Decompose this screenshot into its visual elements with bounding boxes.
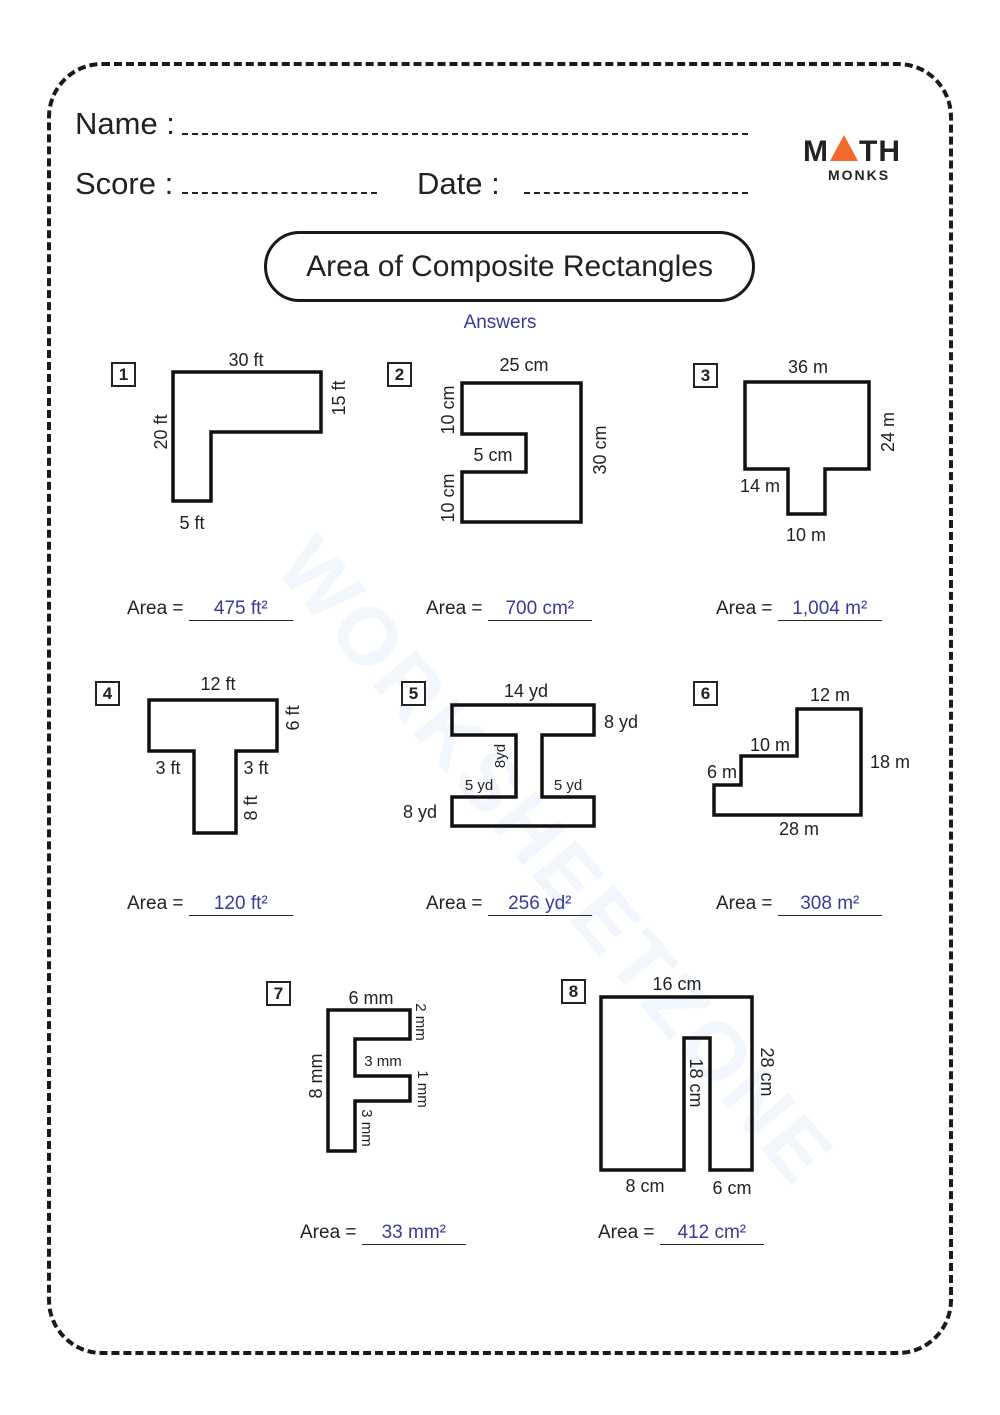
figure-1 <box>171 370 323 503</box>
dim-label: 3 mm <box>358 1109 375 1147</box>
dim-label: 30 cm <box>590 425 610 474</box>
dim-label: 14 m <box>740 476 780 496</box>
figure-2 <box>460 381 583 524</box>
logo-subtext: MONKS <box>828 167 891 183</box>
dim-label: 3 ft <box>155 758 180 778</box>
figure-4 <box>147 698 279 835</box>
dim-label: 8 cm <box>625 1176 664 1196</box>
dim-label: 10 cm <box>438 473 458 522</box>
dim-label: 18 m <box>870 752 910 772</box>
dim-label: 12 ft <box>200 674 235 694</box>
area-label: Area = <box>426 893 483 914</box>
dim-label: 5 yd <box>465 777 493 794</box>
area-label: Area = <box>716 598 773 619</box>
problem-number: 6 <box>693 681 718 706</box>
area-label: Area = <box>300 1222 357 1243</box>
name-label: Name : <box>75 106 175 141</box>
dim-label: 8 yd <box>403 802 437 822</box>
dim-label: 12 m <box>810 685 850 705</box>
area-line-3: Area = 1,004 m² <box>716 598 882 621</box>
worksheet-border <box>47 62 953 1355</box>
dim-label: 10 m <box>786 525 826 545</box>
dim-label: 3 ft <box>243 758 268 778</box>
area-line-1: Area = 475 ft² <box>127 598 293 621</box>
answer-1[interactable]: 475 ft² <box>188 598 293 621</box>
dim-label: 6 cm <box>712 1178 751 1198</box>
dim-label: 5 ft <box>179 513 204 533</box>
name-field[interactable] <box>182 133 748 135</box>
area-line-5: Area = 256 yd² <box>426 893 592 916</box>
area-label: Area = <box>426 598 483 619</box>
date-label: Date : <box>417 166 500 201</box>
dim-label: 28 m <box>779 819 819 839</box>
problem-number: 2 <box>387 362 412 387</box>
area-label: Area = <box>598 1222 655 1243</box>
area-line-4: Area = 120 ft² <box>127 893 293 916</box>
dim-label: 6 m <box>707 762 737 782</box>
problem-number: 5 <box>401 681 426 706</box>
figure-6 <box>712 707 863 817</box>
dim-label: 5 yd <box>554 777 582 794</box>
dim-label: 30 ft <box>228 350 263 370</box>
answer-7[interactable]: 33 mm² <box>361 1222 466 1245</box>
dim-label: 28 cm <box>757 1047 777 1096</box>
problem-number: 8 <box>561 979 586 1004</box>
area-line-2: Area = 700 cm² <box>426 598 592 621</box>
problem-number: 1 <box>111 362 136 387</box>
answer-2[interactable]: 700 cm² <box>487 598 592 621</box>
dim-label: 2 mm <box>412 1003 429 1041</box>
page-title-text: Area of Composite Rectangles <box>306 249 713 283</box>
answer-8[interactable]: 412 cm² <box>659 1222 764 1245</box>
dim-label: 8yd <box>492 744 509 768</box>
dim-label: 6 ft <box>283 705 303 730</box>
dim-label: 36 m <box>788 357 828 377</box>
dim-label: 3 mm <box>364 1053 402 1070</box>
dim-label: 10 cm <box>438 385 458 434</box>
dim-label: 20 ft <box>151 414 171 449</box>
dim-label: 1 mm <box>414 1070 431 1108</box>
dim-label: 6 mm <box>349 988 394 1008</box>
area-line-7: Area = 33 mm² <box>300 1222 466 1245</box>
score-field[interactable] <box>182 192 377 194</box>
area-label: Area = <box>716 893 773 914</box>
figure-3 <box>743 380 871 516</box>
answers-label: Answers <box>463 312 537 333</box>
dim-label: 18 cm <box>686 1058 706 1107</box>
area-line-6: Area = 308 m² <box>716 893 882 916</box>
dim-label: 8 mm <box>306 1054 326 1099</box>
answer-6[interactable]: 308 m² <box>777 893 882 916</box>
dim-label: 25 cm <box>499 355 548 375</box>
dim-label: 5 cm <box>473 445 512 465</box>
dim-label: 16 cm <box>652 974 701 994</box>
answer-5[interactable]: 256 yd² <box>487 893 592 916</box>
problem-number: 7 <box>266 981 291 1006</box>
figure-8 <box>599 995 754 1172</box>
figure-5 <box>450 703 596 828</box>
dim-label: 24 m <box>878 412 898 452</box>
page-title: Area of Composite Rectangles <box>264 231 755 302</box>
figure-7 <box>326 1008 412 1153</box>
answer-4[interactable]: 120 ft² <box>188 893 293 916</box>
problem-number: 3 <box>693 363 718 388</box>
dim-label: 15 ft <box>329 380 349 415</box>
dim-label: 8 yd <box>604 712 638 732</box>
dim-label: 14 yd <box>504 681 548 701</box>
score-label: Score : <box>75 166 174 201</box>
problem-number: 4 <box>95 681 120 706</box>
dim-label: 10 m <box>750 735 790 755</box>
answer-3[interactable]: 1,004 m² <box>777 598 882 621</box>
logo-triangle-icon <box>830 135 858 161</box>
dim-label: 8 ft <box>241 795 261 820</box>
date-field[interactable] <box>524 192 748 194</box>
area-label: Area = <box>127 893 184 914</box>
area-label: Area = <box>127 598 184 619</box>
area-line-8: Area = 412 cm² <box>598 1222 764 1245</box>
